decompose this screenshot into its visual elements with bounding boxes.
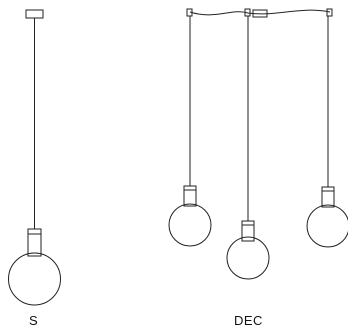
wire-clip-right	[326, 8, 333, 17]
glass-globe	[226, 236, 270, 280]
label-multi: DEC	[234, 313, 263, 328]
lamp-socket	[27, 228, 42, 257]
glass-globe	[168, 203, 212, 247]
glass-globe	[8, 252, 61, 306]
lamp-socket	[183, 185, 197, 207]
ceiling-canopy	[25, 9, 44, 19]
canopy-wire	[189, 9, 331, 16]
lamp-socket	[241, 220, 255, 242]
pendant-right	[306, 16, 348, 248]
pendant-center	[226, 16, 270, 280]
canopy-junction	[252, 9, 268, 18]
lamp-socket	[321, 186, 335, 208]
glass-globe	[306, 204, 348, 248]
label-single: S	[29, 313, 39, 328]
single-pendant-lamp	[8, 9, 61, 306]
multi-pendant-lamp	[168, 8, 348, 280]
pendant-left	[168, 16, 212, 247]
